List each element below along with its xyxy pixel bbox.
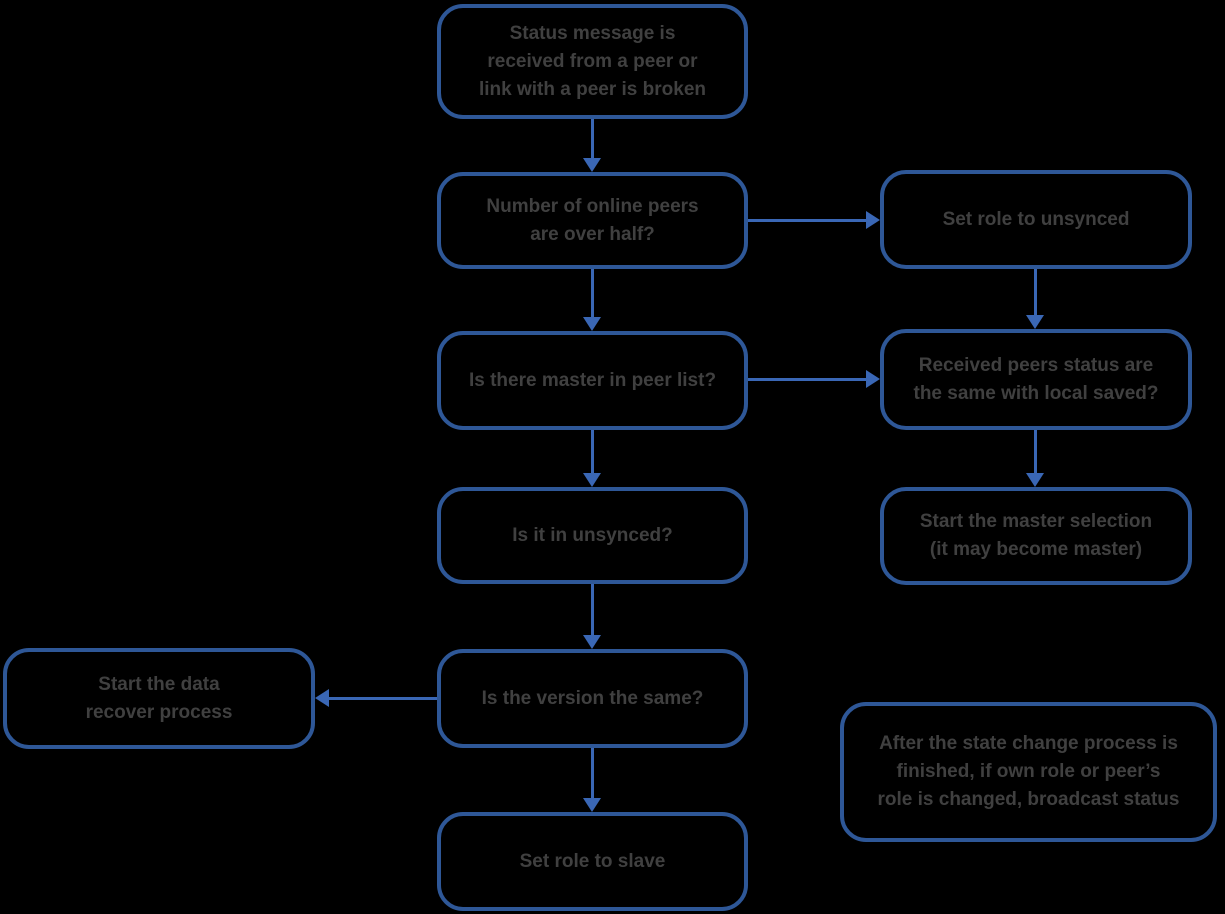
node-status-received-label: Status message is received from a peer o…	[478, 22, 706, 100]
node-master-in-peer-list: Is there master in peer list?	[437, 331, 748, 430]
node-start-data-recover-label: Start the data recover process	[85, 673, 233, 723]
node-broadcast-note: After the state change process is finish…	[840, 702, 1217, 842]
node-set-role-slave-label: Set role to slave	[519, 850, 666, 872]
node-version-same-label: Is the version the same?	[481, 687, 704, 709]
node-broadcast-note-label: After the state change process is finish…	[877, 733, 1180, 810]
node-online-peers-over-half: Number of online peers are over half?	[437, 172, 748, 269]
node-set-role-unsynced: Set role to unsynced	[880, 170, 1192, 269]
node-start-master-selection: Start the master selection (it may becom…	[880, 487, 1192, 585]
node-set-role-unsynced-label: Set role to unsynced	[942, 208, 1130, 230]
node-in-unsynced: Is it in unsynced?	[437, 487, 748, 584]
node-online-peers-over-half-label: Number of online peers are over half?	[486, 195, 699, 245]
node-in-unsynced-label: Is it in unsynced?	[512, 524, 673, 546]
node-version-same: Is the version the same?	[437, 649, 748, 748]
node-set-role-slave: Set role to slave	[437, 812, 748, 911]
node-start-data-recover: Start the data recover process	[3, 648, 315, 749]
node-peers-status-same-label: Received peers status are the same with …	[913, 354, 1159, 404]
node-peers-status-same: Received peers status are the same with …	[880, 329, 1192, 430]
node-status-received: Status message is received from a peer o…	[437, 4, 748, 119]
node-master-in-peer-list-label: Is there master in peer list?	[468, 369, 717, 391]
node-start-master-selection-label: Start the master selection (it may becom…	[919, 511, 1153, 560]
